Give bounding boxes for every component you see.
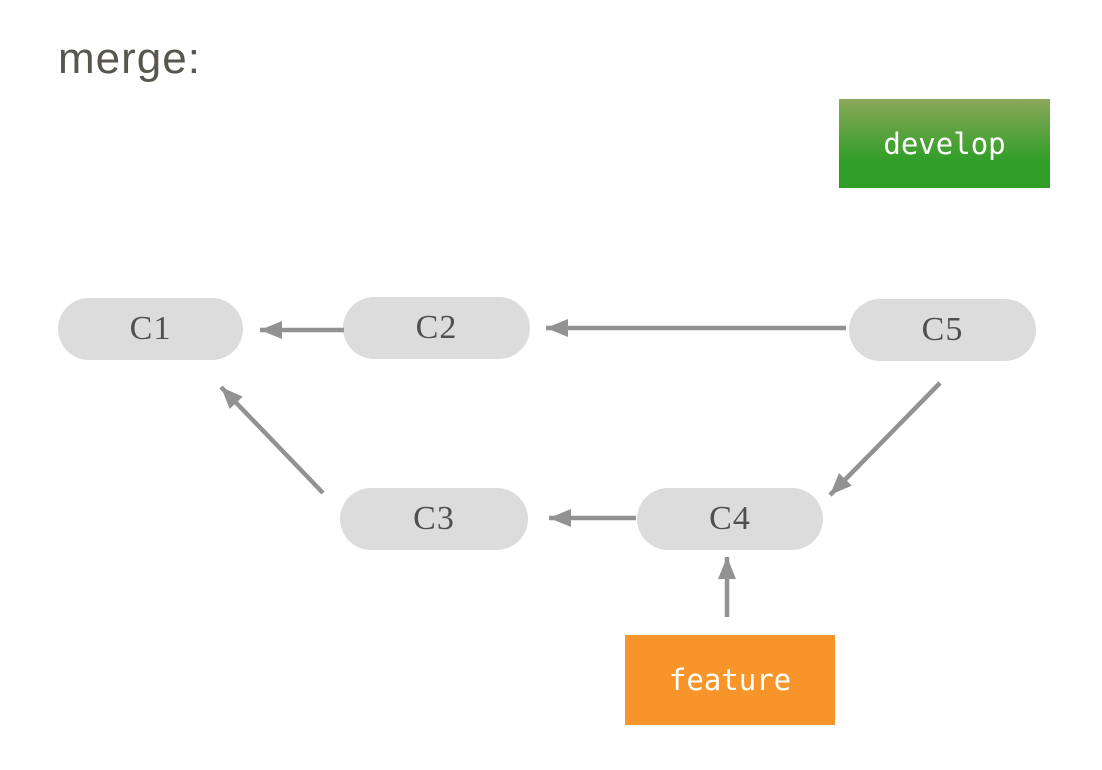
branch-label-develop: develop xyxy=(839,99,1050,188)
commit-node-c1: C1 xyxy=(58,298,243,360)
commit-node-c3: C3 xyxy=(340,488,528,550)
branch-label-feature: feature xyxy=(625,635,835,725)
arrow-c3-to-c1 xyxy=(219,385,325,495)
commit-node-c5: C5 xyxy=(849,299,1036,361)
commit-node-c4: C4 xyxy=(637,488,823,550)
commit-node-c2: C2 xyxy=(343,297,530,359)
diagram-title: merge: xyxy=(58,34,201,83)
arrow-c5-to-c4 xyxy=(828,381,942,497)
